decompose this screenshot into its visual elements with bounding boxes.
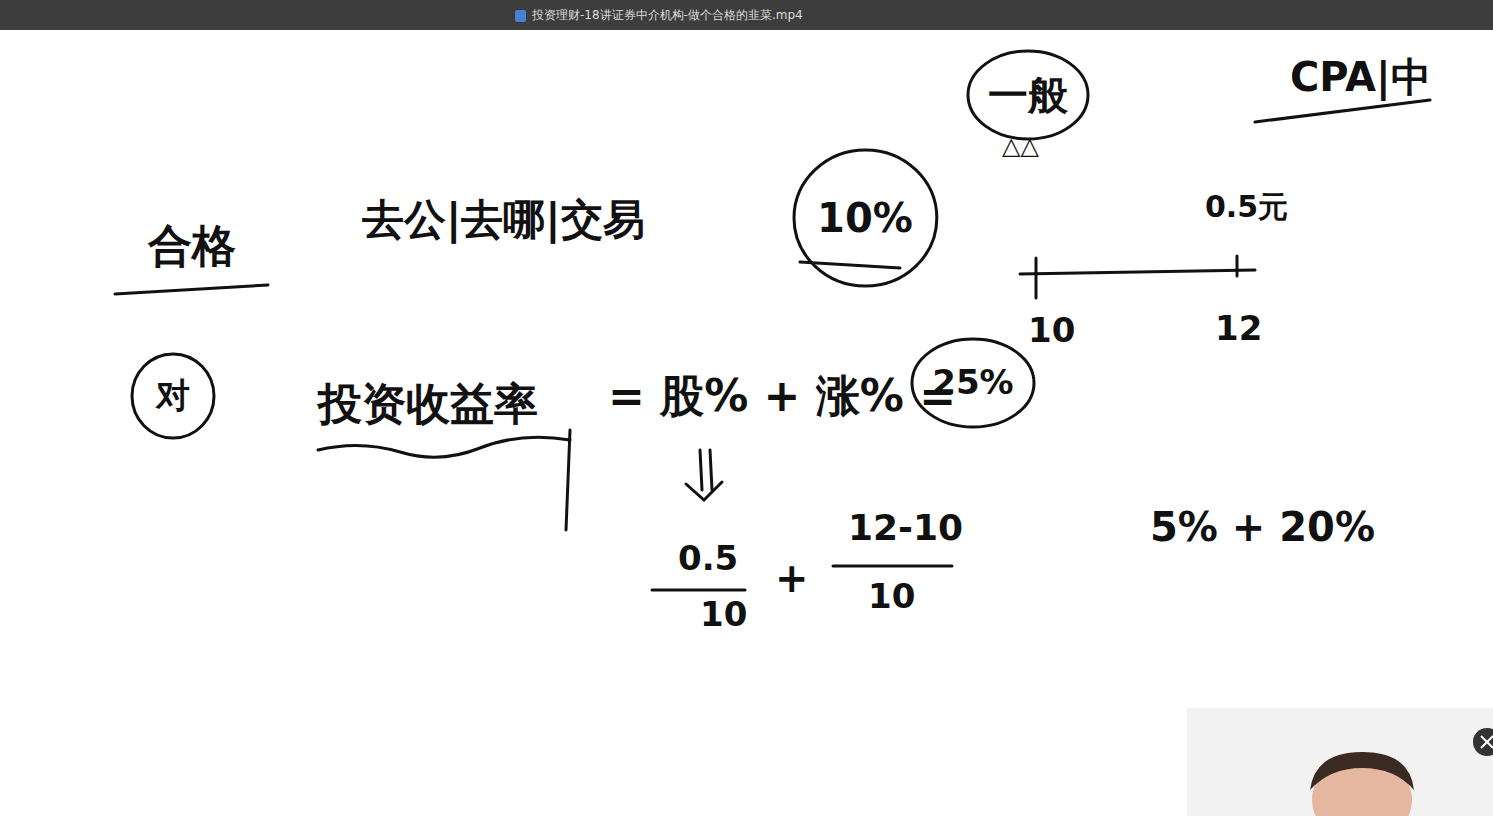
fraction-numerator: 12-10 [848,508,963,548]
circled-note: 一般 [966,49,1090,141]
tick [1236,256,1239,276]
circle-text: 10% [817,196,913,240]
window-title: 投资理财-18讲证券中介机构-做个合格的韭菜.mp4 [532,7,803,24]
number-line [1020,270,1255,274]
circle-outline [132,354,214,438]
divider-line [566,430,570,530]
note-text: CPA|中 [1290,55,1431,99]
fraction-numerator: 0.5 [678,540,738,577]
fraction-bar [652,589,745,592]
note-text: 去公|去哪|交易 [362,197,645,243]
file-icon [515,10,526,22]
circle-outline [912,339,1034,427]
underline [1255,100,1430,122]
fraction-denominator: 10 [700,596,747,633]
tick [1035,258,1038,298]
axis-value: 10 [1028,312,1075,349]
circle-outline [794,150,937,286]
formula-text: = 股% + 涨% = [608,372,956,420]
sum-text: 5% + 20% [1150,505,1375,549]
axis-value: 12 [1215,310,1262,347]
close-button [1473,728,1493,756]
down-arrow [700,450,702,490]
fraction-bar [833,565,952,568]
close-icon [1481,736,1493,748]
plus-sign: + [775,556,809,600]
circled-note: 25% [910,337,1036,429]
underline [115,285,268,294]
circle-text: 一般 [988,73,1068,117]
heading-text: 合格 [148,222,236,270]
circled-note: 对 [130,352,216,440]
circle-text: 对 [156,377,190,414]
fraction-denominator: 10 [868,578,915,615]
wavy-underline [318,437,570,457]
circled-note: 10% [792,148,939,288]
formula-term: 投资收益率 [318,380,538,428]
circle-text: 25% [932,364,1013,401]
down-arrow [710,450,712,490]
close-icon [1481,736,1493,748]
price-note: 0.5元 [1205,190,1288,223]
down-arrow [686,482,722,500]
circle-outline [968,51,1088,139]
presenter-hair [1310,752,1414,790]
